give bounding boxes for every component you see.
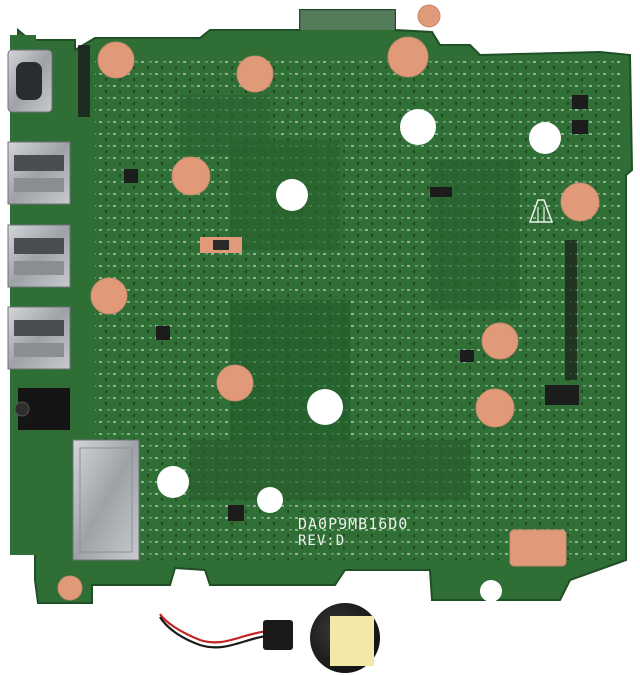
silkscreen-triangle-symbol	[528, 199, 554, 223]
copper-pad	[171, 156, 211, 196]
copper-pad	[475, 388, 515, 428]
sd-card-slot	[72, 439, 140, 561]
copper-pad	[417, 4, 441, 28]
copper-pad	[216, 364, 254, 402]
copper-pad	[560, 182, 600, 222]
copper-pad	[57, 575, 83, 601]
audio-jack	[14, 388, 70, 430]
mounting-holes	[157, 109, 561, 602]
usb-a-port-2	[7, 224, 71, 288]
usb-a-port-1	[7, 141, 71, 205]
cmos-battery	[159, 603, 380, 673]
ic-chips	[78, 45, 588, 521]
copper-pad	[509, 529, 567, 567]
pcb-board	[10, 9, 634, 604]
usb-c-port	[7, 49, 53, 113]
copper-pad	[236, 55, 274, 93]
board-revision-marking: REV:D	[298, 533, 345, 549]
copper-pad	[387, 36, 429, 78]
board-model-marking: DA0P9MB16D0	[298, 515, 408, 533]
copper-pad	[90, 277, 128, 315]
copper-pad	[481, 322, 519, 360]
copper-pad	[97, 41, 135, 79]
usb-a-port-3	[7, 306, 71, 370]
copper-mounting-pads	[57, 4, 600, 601]
